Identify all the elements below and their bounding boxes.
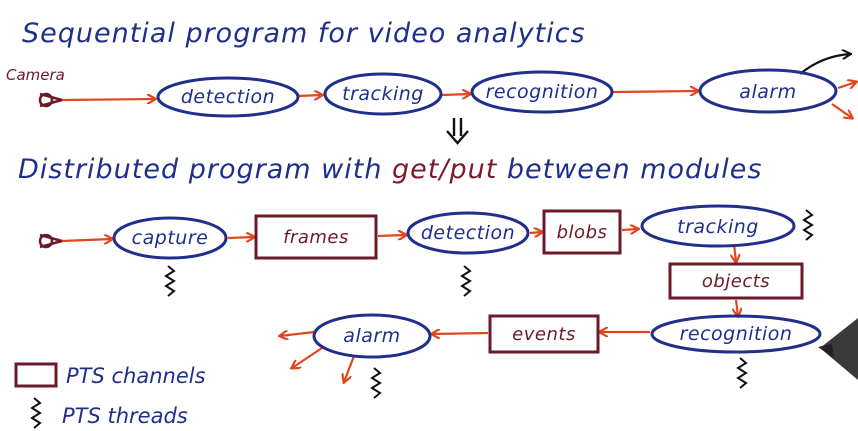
channel-frames: frames — [254, 214, 378, 260]
svg-text:detection: detection — [421, 222, 515, 244]
seq-node-tracking: tracking — [323, 72, 443, 116]
node-capture: capture — [112, 216, 228, 260]
title-sequential: Sequential program for video analytics — [22, 18, 586, 49]
seq-node-recognition: recognition — [470, 70, 614, 114]
thread-squiggle-icon — [370, 367, 382, 399]
camera-icon — [38, 92, 67, 108]
arrow-alarm-out-downleft — [292, 347, 323, 368]
arrow-alarm-out-1 — [837, 82, 856, 88]
channel-events: events — [488, 314, 600, 354]
svg-text:recognition: recognition — [486, 81, 599, 103]
svg-text:events: events — [512, 324, 576, 345]
arrow-capture-frames — [227, 237, 254, 238]
thread-squiggle-icon — [736, 357, 748, 389]
thread-squiggle-icon — [802, 209, 814, 241]
svg-text:blobs: blobs — [557, 222, 608, 243]
arrow-camera-capture — [61, 239, 112, 241]
arrow-detection-blobs — [529, 232, 542, 233]
arrow-events-alarm — [432, 333, 489, 334]
channel-blobs: blobs — [542, 209, 622, 255]
arrow-alarm-out-left — [280, 332, 315, 336]
arrow-alarm-out-down — [344, 355, 356, 382]
seq-node-alarm: alarm — [698, 68, 838, 114]
node-recognition: recognition — [650, 314, 822, 354]
thread-squiggle-icon — [460, 265, 472, 297]
legend: PTS channels PTS threads — [14, 362, 206, 429]
svg-text:tracking: tracking — [677, 216, 759, 238]
arrow-camera-detection — [61, 99, 155, 100]
distributed-arrows — [61, 229, 738, 382]
svg-text:alarm: alarm — [343, 325, 400, 347]
legend-channel-swatch — [14, 362, 58, 388]
pen-icon — [818, 318, 858, 380]
svg-text:tracking: tracking — [342, 83, 424, 105]
svg-text:detection: detection — [181, 86, 275, 108]
svg-text:capture: capture — [132, 227, 209, 249]
camera-icon-distributed — [38, 233, 67, 249]
svg-text:alarm: alarm — [739, 81, 796, 103]
thread-squiggles — [164, 209, 814, 399]
node-tracking: tracking — [640, 204, 796, 248]
legend-threads-label: PTS threads — [62, 404, 188, 428]
title-distributed: Distributed program with get/put between… — [18, 154, 762, 185]
legend-thread-icon — [30, 397, 42, 429]
arrow-alarm-up — [799, 54, 850, 75]
arrow-frames-detection — [377, 235, 406, 236]
arrow-alarm-out-2 — [831, 103, 852, 118]
node-detection: detection — [406, 211, 530, 255]
arrow-tracking-recognition — [441, 94, 470, 95]
channel-objects: objects — [668, 262, 804, 300]
svg-text:frames: frames — [283, 227, 349, 248]
arrow-recognition-alarm — [611, 91, 698, 92]
node-alarm: alarm — [312, 313, 432, 359]
svg-text:objects: objects — [702, 271, 770, 292]
sequential-arrows — [61, 82, 856, 118]
seq-node-detection: detection — [156, 76, 300, 118]
legend-channels-label: PTS channels — [66, 364, 206, 388]
arrow-objects-recognition — [736, 299, 738, 316]
arrow-detection-tracking — [297, 95, 322, 96]
arrow-blobs-tracking — [621, 229, 638, 230]
svg-text:recognition: recognition — [680, 323, 793, 345]
double-down-arrow-icon — [446, 118, 469, 145]
thread-squiggle-icon — [164, 265, 176, 297]
camera-label: Camera — [6, 66, 65, 84]
